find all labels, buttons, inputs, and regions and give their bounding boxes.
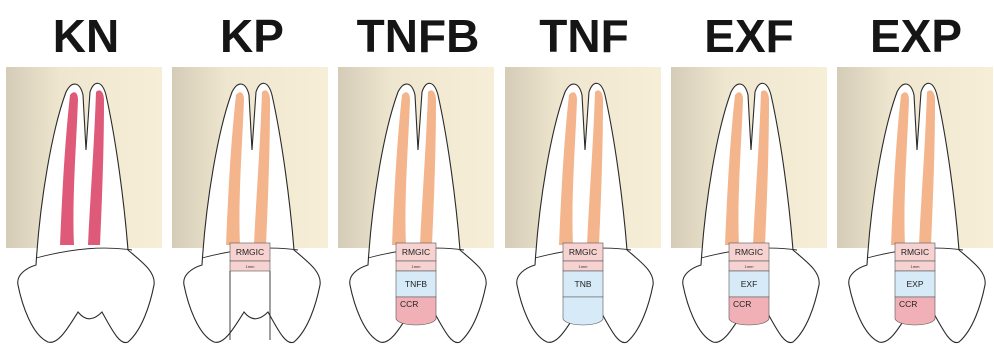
panel-kn: KN: [6, 10, 162, 343]
layer-label: CCR: [899, 299, 917, 309]
panel-title: KN: [53, 10, 119, 62]
layer-label: RMGIC: [735, 247, 763, 257]
layer-label: RMGIC: [569, 247, 597, 257]
layer-base: [563, 297, 603, 325]
layer-label: CCR: [400, 299, 418, 309]
layer-label: RMGIC: [901, 247, 929, 257]
panel-title: KP: [220, 10, 284, 62]
layer-label: CCR: [733, 299, 751, 309]
panel-title: TNFB: [357, 10, 480, 62]
layer-label: RMGIC: [402, 247, 430, 257]
layer-label: RMGIC: [236, 247, 264, 257]
layer-label: 1mm: [911, 264, 921, 269]
layer-label: TNB: [575, 279, 592, 289]
panel-title: EXP: [870, 10, 962, 62]
layer-label: EXP: [906, 279, 923, 289]
layer-label: 1mm: [246, 264, 256, 269]
layer-label: 1mm: [579, 264, 589, 269]
panel-kp: KP RMGIC 1mm: [172, 10, 328, 343]
layer-label: EXF: [741, 279, 758, 289]
layer-label: TNFB: [405, 279, 428, 289]
panel-title: TNF: [539, 10, 628, 62]
layer-label: 1mm: [745, 264, 755, 269]
panel-title: EXF: [704, 10, 793, 62]
layer-label: 1mm: [412, 264, 422, 269]
